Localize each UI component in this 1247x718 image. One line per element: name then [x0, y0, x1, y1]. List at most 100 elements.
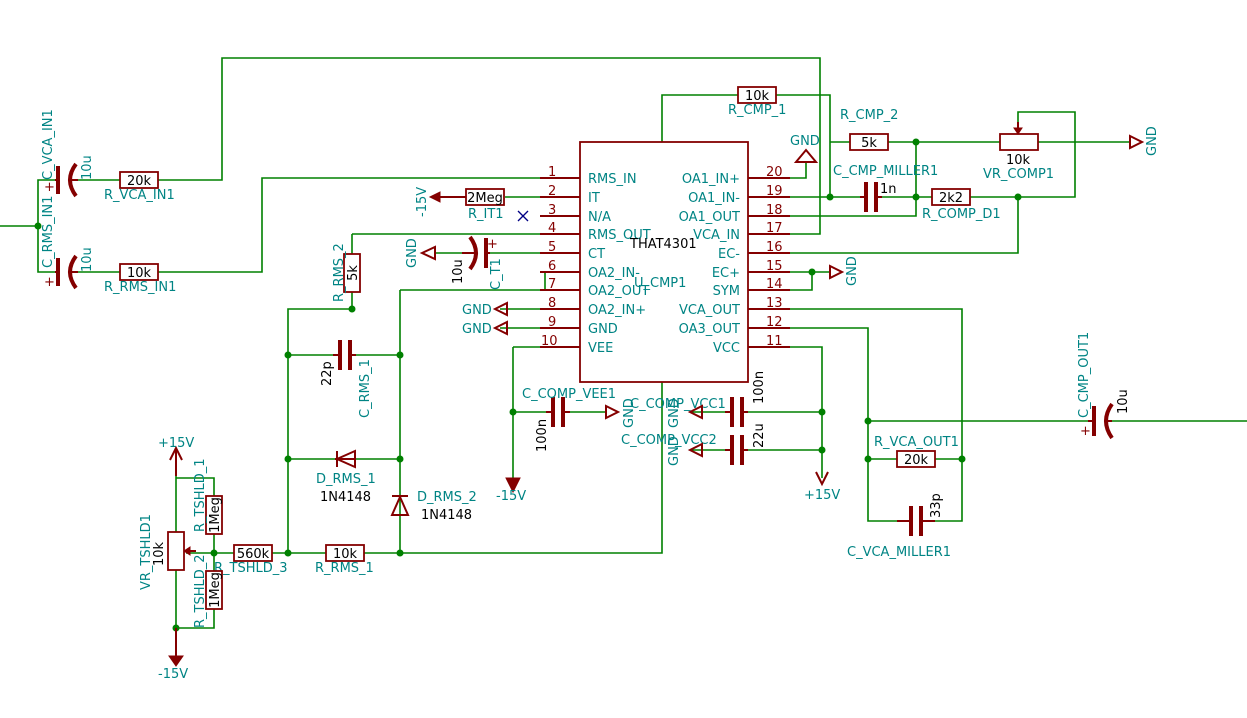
pot-vr-tshld1[interactable]: VR_TSHLD1 10k — [139, 514, 196, 590]
cap-c-rms-1[interactable]: 22p C_RMS_1 — [320, 340, 373, 418]
c-vca-miller1-value: 33p — [929, 493, 944, 518]
gnd-icon: GND — [667, 436, 703, 466]
no-connect-icon — [517, 210, 529, 222]
pin-name: VCA_IN — [693, 228, 740, 243]
c-cmp-miller1-value: 1n — [880, 182, 897, 197]
neg15-label-rit: -15V — [415, 187, 430, 217]
c-vca-in1-ref: C_VCA_IN1 — [41, 109, 56, 180]
pin-num: 10 — [541, 334, 558, 349]
r-vca-out1-value: 20k — [904, 453, 929, 468]
r-cmp-1-value: 10k — [745, 89, 770, 104]
pin-name: OA2_IN- — [588, 266, 640, 281]
pos15-label: +15V — [158, 436, 194, 451]
resistor-r-tshld-1[interactable]: 1Meg R_TSHLD_1 — [193, 458, 223, 535]
cap-c-vca-miller1[interactable]: 33p C_VCA_MILLER1 — [847, 493, 951, 560]
pin-name: RMS_IN — [588, 172, 637, 187]
gnd-icon: GND — [790, 134, 820, 163]
resistor-r-vca-out1[interactable]: 20k R_VCA_OUT1 — [874, 435, 959, 468]
cap-c-comp-vee1[interactable]: C_COMP_VEE1 100n — [522, 387, 616, 452]
r-comp-d1-value: 2k2 — [939, 191, 963, 206]
cap-c-t1[interactable]: + 10u C_T1 — [451, 235, 504, 290]
polarity-plus: + — [44, 180, 55, 195]
pin-num: 8 — [548, 296, 556, 311]
pin-num: 20 — [766, 165, 783, 180]
gnd-label: GND — [667, 436, 682, 466]
cap-c-rms-in1[interactable]: + C_RMS_IN1 10u — [41, 196, 95, 290]
pin-name: VCA_OUT — [679, 303, 740, 318]
r-cmp-2-value: 5k — [861, 136, 877, 151]
r-cmp-2-ref: R_CMP_2 — [840, 108, 898, 123]
pin-name: OA1_IN- — [688, 191, 740, 206]
pot-vr-comp1[interactable]: 10k VR_COMP1 — [983, 122, 1054, 182]
r-vca-in1-value: 20k — [127, 174, 152, 189]
resistor-r-tshld-2[interactable]: 1Meg R_TSHLD_2 — [193, 554, 223, 628]
cap-c-comp-vcc2[interactable]: C_COMP_VCC2 22u — [621, 423, 767, 465]
pin-name: OA1_IN+ — [682, 172, 740, 187]
pin-name: RMS_OUT — [588, 228, 651, 243]
pin-name: SYM — [713, 284, 740, 299]
gnd-icon: GND — [462, 320, 508, 337]
pin-name: CT — [588, 247, 605, 262]
c-comp-vee1-ref: C_COMP_VEE1 — [522, 387, 616, 402]
c-vca-in1-value: 10u — [80, 155, 95, 180]
cap-c-cmp-miller1[interactable]: 1n C_CMP_MILLER1 — [833, 164, 938, 212]
pin-num: 9 — [548, 315, 556, 330]
gnd-label: GND — [845, 256, 860, 286]
cap-c-cmp-out1[interactable]: + C_CMP_OUT1 10u — [1077, 332, 1131, 440]
d-rms-2-ref: D_RMS_2 — [417, 490, 477, 505]
r-vca-out1-ref: R_VCA_OUT1 — [874, 435, 959, 450]
diode-d-rms-1[interactable]: D_RMS_1 1N4148 — [316, 449, 376, 505]
r-cmp-1-ref: R_CMP_1 — [728, 103, 786, 118]
r-tshld-3-ref: R_TSHLD_3 — [214, 561, 288, 576]
r-tshld-2-ref: R_TSHLD_2 — [193, 554, 208, 628]
c-vca-miller1-ref: C_VCA_MILLER1 — [847, 545, 951, 560]
cap-c-vca-in1[interactable]: + C_VCA_IN1 10u — [41, 109, 95, 198]
r-comp-d1-ref: R_COMP_D1 — [922, 207, 1001, 222]
pin-name: VEE — [588, 341, 613, 356]
c-cmp-out1-ref: C_CMP_OUT1 — [1077, 332, 1092, 418]
r-tshld-1-ref: R_TSHLD_1 — [193, 458, 208, 532]
d-rms-1-ref: D_RMS_1 — [316, 472, 376, 487]
c-comp-vcc1-value: 100n — [752, 371, 767, 404]
pin-name: EC+ — [712, 266, 740, 281]
pin-num: 16 — [766, 240, 783, 255]
d-rms-2-value: 1N4148 — [421, 508, 472, 523]
resistor-r-rms-in1[interactable]: 10k R_RMS_IN1 — [104, 263, 176, 295]
r-tshld-1-value: 1Meg — [208, 497, 223, 533]
pin-num: 4 — [548, 221, 556, 236]
c-rms-1-ref: C_RMS_1 — [358, 359, 373, 418]
r-vca-in1-ref: R_VCA_IN1 — [104, 188, 175, 203]
c-rms-in1-ref: C_RMS_IN1 — [41, 196, 56, 268]
pin-num: 13 — [766, 296, 783, 311]
polarity-plus: + — [44, 275, 55, 290]
resistor-r-vca-in1[interactable]: 20k R_VCA_IN1 — [104, 171, 175, 203]
vr-tshld1-ref: VR_TSHLD1 — [139, 514, 154, 590]
neg15-arrow-icon: -15V — [158, 628, 188, 682]
resistor-r-rms-2[interactable]: 5k R_RMS_2 — [332, 243, 361, 302]
resistor-r-cmp-2[interactable]: 5k R_CMP_2 — [840, 108, 898, 151]
polarity-plus: + — [1080, 424, 1091, 439]
pin-num: 7 — [548, 277, 556, 292]
neg15-arrow-icon: -15V — [496, 477, 526, 504]
pos15-label: +15V — [804, 488, 840, 503]
resistor-r-cmp-1[interactable]: 10k R_CMP_1 — [728, 86, 786, 118]
junction-dots — [34, 138, 1022, 632]
vr-comp1-ref: VR_COMP1 — [983, 167, 1054, 182]
pin-num: 5 — [548, 240, 556, 255]
resistor-r-it1[interactable]: 2Meg R_IT1 — [428, 188, 505, 222]
pin-num: 14 — [766, 277, 783, 292]
r-rms-2-ref: R_RMS_2 — [332, 243, 347, 302]
gnd-icon: GND — [605, 398, 637, 428]
pin-name: OA3_OUT — [679, 322, 740, 337]
resistor-r-rms-1[interactable]: 10k R_RMS_1 — [315, 544, 374, 576]
gnd-icon: GND — [462, 301, 508, 318]
pin-num: 11 — [766, 334, 783, 349]
diode-d-rms-2[interactable]: D_RMS_2 1N4148 — [390, 490, 477, 523]
resistor-r-comp-d1[interactable]: 2k2 R_COMP_D1 — [922, 188, 1001, 222]
resistor-r-tshld-3[interactable]: 560k R_TSHLD_3 — [214, 544, 288, 576]
ic-that4301[interactable]: 1 2 3 4 5 6 7 8 9 10 RMS_IN IT N/A RMS_O… — [540, 141, 790, 383]
c-rms-in1-value: 10u — [80, 247, 95, 272]
pin-name: VCC — [713, 341, 740, 356]
pin-num: 17 — [766, 221, 783, 236]
